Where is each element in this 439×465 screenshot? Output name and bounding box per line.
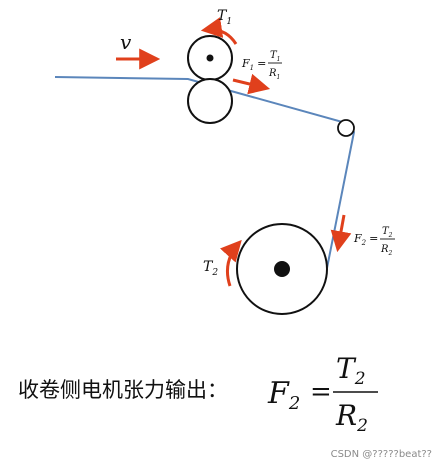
caption-lhs: F2 bbox=[267, 376, 300, 414]
force-f1-arrow bbox=[232, 73, 271, 95]
svg-text:F2=: F2= bbox=[353, 232, 378, 247]
torque-t2-arrow bbox=[219, 239, 242, 287]
torque-t2-label: T2 bbox=[203, 259, 218, 278]
svg-text:T2: T2 bbox=[382, 226, 393, 239]
winding-reel-axle bbox=[274, 261, 290, 277]
caption-equals: = bbox=[310, 377, 332, 407]
torque-t1-label: T1 bbox=[217, 8, 232, 27]
caption-denominator: R2 bbox=[335, 399, 368, 436]
svg-text:F1=: F1= bbox=[241, 57, 266, 72]
svg-text:R1: R1 bbox=[268, 68, 280, 81]
velocity-label: v bbox=[120, 30, 132, 54]
caption-numerator: T2 bbox=[336, 352, 366, 389]
watermark: CSDN @?????beat?? bbox=[331, 449, 432, 460]
svg-text:R2: R2 bbox=[380, 244, 393, 257]
torque-t1-arrow bbox=[200, 17, 238, 45]
caption-formula: 收卷侧电机张力输出： F2 = T2 R2 bbox=[18, 352, 378, 436]
lower-pinch-roller bbox=[187, 78, 233, 124]
svg-text:T1: T1 bbox=[270, 50, 281, 63]
upper-roller-axle bbox=[206, 54, 214, 62]
caption-text: 收卷侧电机张力输出： bbox=[18, 378, 228, 402]
force-f1-formula: F1= T1 R1 bbox=[241, 50, 282, 81]
idler-roller bbox=[337, 119, 355, 137]
force-f2-arrow bbox=[330, 214, 352, 253]
force-f2-formula: F2= T2 R2 bbox=[353, 226, 395, 257]
